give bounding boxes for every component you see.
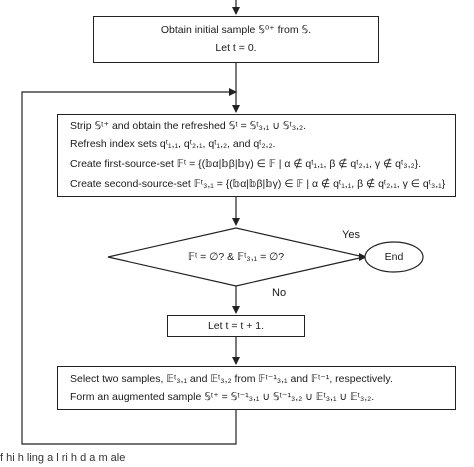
no-label: No [272, 287, 287, 299]
initial-sample-box: Obtain initial sample 𝕊⁰⁺ from 𝕊. Let t … [93, 16, 379, 63]
loop-back-path [21, 91, 237, 445]
refresh-index-line: Refresh index sets qᵗ₁,₁, qᵗ₂,₁, qᵗ₁,₂, … [70, 138, 276, 150]
decision-condition: 𝔽ᵗ = ∅? & 𝔽ᵗ₃,₁ = ∅? [187, 251, 285, 263]
initial-sample-line2: Let t = 0. [215, 42, 257, 54]
second-source-set-line: Create second-source-set 𝔽ᵗ₃,₁ = {(𝕓α|𝕓β… [70, 178, 446, 190]
form-augmented-line: Form an augmented sample 𝕊ᵗ⁺ = 𝕊ᵗ⁻¹₃,₁ ∪… [70, 391, 375, 403]
initial-sample-line1: Obtain initial sample 𝕊⁰⁺ from 𝕊. [160, 24, 312, 36]
refresh-sets-box: Strip 𝕊ᵗ⁺ and obtain the refreshed 𝕊ᵗ = … [57, 114, 456, 197]
strip-refresh-line: Strip 𝕊ᵗ⁺ and obtain the refreshed 𝕊ᵗ = … [70, 120, 307, 132]
select-samples-line: Select two samples, 𝔼ᵗ₃,₁ and 𝔼ᵗ₃,₂ from… [70, 373, 393, 385]
yes-label: Yes [342, 229, 360, 241]
first-source-set-line: Create first-source-set 𝔽ᵗ = {(𝕓α|𝕓β|𝕓γ)… [70, 158, 421, 170]
end-terminal [364, 241, 424, 273]
increment-box: Let t = t + 1. [167, 315, 305, 337]
end-label: End [384, 251, 404, 263]
increment-line: Let t = t + 1. [207, 320, 265, 332]
augment-sample-box: Select two samples, 𝔼ᵗ₃,₁ and 𝔼ᵗ₃,₂ from… [57, 366, 456, 410]
figure-caption-fragment: f hi h ling a l ri h d a m ale [0, 452, 126, 464]
